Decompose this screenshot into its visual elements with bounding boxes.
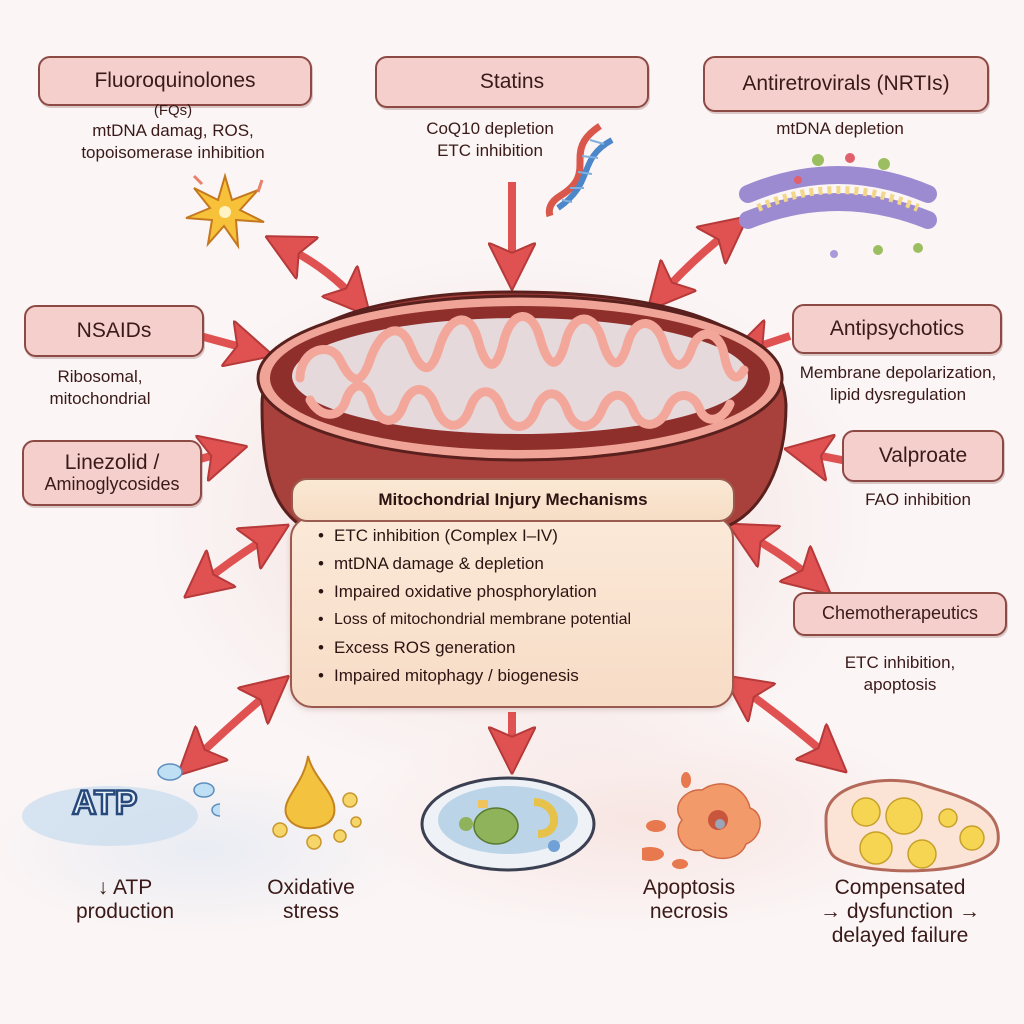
drug-effect-chemotherapeutics: ETC inhibition, apoptosis [820, 652, 980, 696]
apoptotic-cell-icon [642, 772, 761, 869]
atp-icon: ATP [22, 763, 220, 846]
outcome-compensated-dysfunction: Compensated → dysfunction → delayed fail… [790, 876, 1010, 948]
effect-line: ETC inhibition, [844, 653, 956, 672]
drug-box-antiretrovirals[interactable]: Antiretrovirals (NRTIs) [703, 56, 989, 112]
outcome-atp-production: ↓ ATP production [40, 876, 210, 924]
lipid-cell-icon [824, 779, 1000, 873]
arrow-fq-mito [288, 248, 356, 300]
drug-box-nsaids[interactable]: NSAIDs [24, 305, 204, 357]
arrow-left-lower [196, 690, 272, 758]
arrow-right-upper [750, 536, 814, 580]
effect-line: Membrane depolarization, [799, 363, 997, 382]
arrow-nrti-mito [662, 232, 728, 294]
mechanisms-title-box: Mitochondrial Injury Mechanisms [291, 478, 735, 522]
effect-line: apoptosis [863, 675, 937, 695]
mechanism-item: Impaired mitophagy / biogenesis [318, 662, 732, 690]
mechanism-item: mtDNA damage & depletion [318, 550, 732, 578]
drug-effect-statins: CoQ10 depletion ETC inhibition [400, 118, 580, 162]
effect-line: lipid dysregulation [829, 385, 967, 405]
arrow-nsaids-mito [198, 336, 252, 350]
drug-label-linezolid: Linezolid / [64, 450, 160, 474]
outcome-line: → dysfunction → [820, 900, 980, 924]
mechanisms-panel: ETC inhibition (Complex I–IV) mtDNA dama… [290, 516, 734, 708]
drug-effect-antipsychotics: Membrane depolarization, lipid dysregula… [778, 362, 1018, 406]
drug-effect-fluoroquinolones: (FQs) mtDNA damag, ROS, topoisomerase in… [10, 102, 336, 164]
outcome-line: stress [282, 900, 339, 924]
arrow-left-upper [204, 536, 270, 582]
mechanism-item: Excess ROS generation [318, 634, 732, 662]
effect-line: Ribosomal, [57, 367, 143, 386]
drug-label-statins: Statins [479, 69, 545, 93]
mitochondrion-cristae [295, 312, 749, 384]
effect-line: mitochondrial [49, 389, 151, 409]
drug-label-fluoroquinolones: Fluoroquinolones [94, 68, 256, 92]
drug-box-antipsychotics[interactable]: Antipsychotics [792, 304, 1002, 354]
outcome-line: production [75, 900, 175, 924]
effect-line: CoQ10 depletion [426, 119, 554, 138]
effect-line: mtDNA depletion [776, 119, 904, 138]
drug-effect-nsaids: Ribosomal, mitochondrial [20, 366, 180, 410]
outcome-line: ↓ ATP [97, 876, 153, 899]
effect-line: mtDNA damag, ROS, [92, 121, 254, 140]
drug-box-statins[interactable]: Statins [375, 56, 649, 108]
outcome-oxidative-stress: Oxidative stress [236, 876, 386, 924]
outcome-line: necrosis [649, 900, 729, 924]
drug-label-aminoglycosides: Aminoglycosides [44, 473, 180, 494]
drug-label-valproate: Valproate [878, 443, 968, 467]
effect-line: topoisomerase inhibition [81, 143, 265, 163]
membrane-icon [739, 153, 937, 258]
atp-icon-text: ATP [72, 784, 137, 822]
mechanism-item: Loss of mitochondrial membrane potential [318, 606, 732, 634]
outcome-line: Apoptosis [642, 876, 736, 899]
droplet-icon [272, 755, 362, 850]
damaged-cell-icon [420, 776, 596, 872]
drug-label-chemotherapeutics: Chemotherapeutics [821, 603, 979, 624]
drug-label-nsaids: NSAIDs [76, 318, 152, 342]
mitochondrion-cristae-lower [305, 381, 735, 431]
drug-label-antiretrovirals: Antiretrovirals (NRTIs) [742, 71, 950, 95]
drug-box-fluoroquinolones[interactable]: Fluoroquinolones [38, 56, 312, 106]
starburst-icon [185, 172, 265, 250]
effect-line: FAO inhibition [865, 490, 971, 509]
drug-effect-antiretrovirals: mtDNA depletion [720, 118, 960, 140]
mechanism-item: ETC inhibition (Complex I–IV) [318, 522, 732, 550]
outcome-line: Oxidative [267, 876, 355, 899]
mechanism-item: Impaired oxidative phosphorylation [318, 578, 732, 606]
effect-line: ETC inhibition [437, 141, 543, 161]
drug-box-chemotherapeutics[interactable]: Chemotherapeutics [793, 592, 1007, 636]
dna-helix-icon [545, 123, 614, 218]
arrow-right-lower [744, 690, 830, 758]
drug-box-linezolid-aminoglycosides[interactable]: Linezolid / Aminoglycosides [22, 440, 202, 506]
outcome-line: delayed failure [831, 924, 969, 948]
outcome-apoptosis-necrosis: Apoptosis necrosis [614, 876, 764, 924]
drug-box-valproate[interactable]: Valproate [842, 430, 1004, 482]
outcome-line: Compensated [834, 876, 966, 899]
drug-sublabel-fluoroquinolones: (FQs) [153, 102, 193, 119]
drug-effect-valproate: FAO inhibition [838, 489, 998, 511]
mechanisms-title: Mitochondrial Injury Mechanisms [378, 490, 648, 509]
drug-label-antipsychotics: Antipsychotics [829, 316, 965, 340]
